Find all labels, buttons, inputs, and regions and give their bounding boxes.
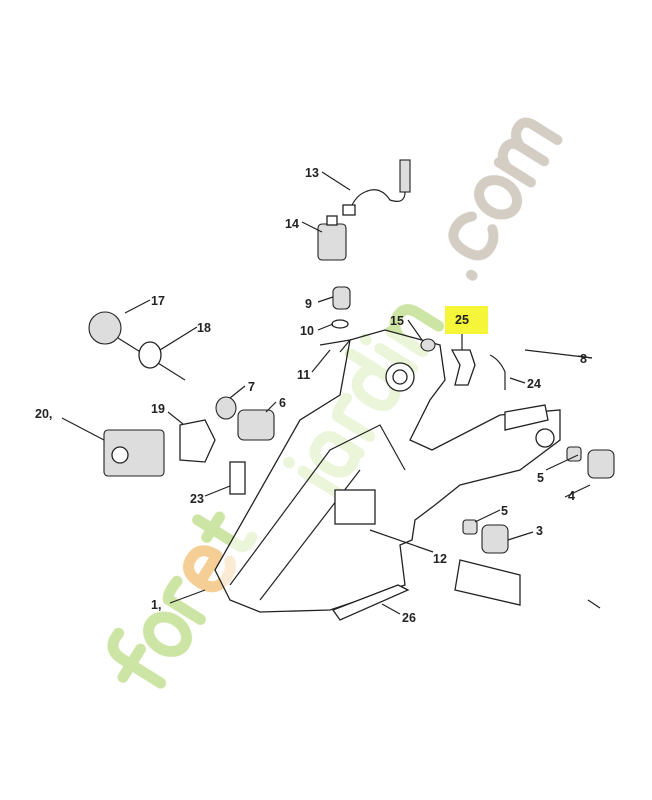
buffer-part-7 — [215, 396, 237, 420]
label-26[interactable]: 26 — [402, 611, 416, 625]
carburetor-part-20 — [103, 429, 165, 477]
label-10[interactable]: 10 — [300, 324, 314, 338]
fuel-filter-part-14 — [317, 215, 347, 261]
label-25[interactable]: 25 — [455, 313, 469, 327]
plug-part-15 — [420, 338, 436, 352]
warning-label — [334, 489, 376, 525]
label-15[interactable]: 15 — [390, 314, 404, 328]
hose-part-24 — [489, 354, 506, 390]
label-14[interactable]: 14 — [285, 217, 299, 231]
plate-part — [454, 559, 521, 606]
label-5b[interactable]: 5 — [501, 504, 508, 518]
label-5a[interactable]: 5 — [537, 471, 544, 485]
label-11[interactable]: 11 — [297, 368, 310, 382]
buffer-part-4 — [587, 449, 615, 479]
label-9[interactable]: 9 — [305, 297, 312, 311]
gasket-part-19 — [179, 419, 216, 463]
label-part-23 — [229, 461, 246, 495]
highlight-box-25 — [445, 306, 488, 334]
label-20[interactable]: 20, — [35, 407, 52, 421]
part-labels: 13 14 9 10 15 25 8 24 17 18 11 7 6 20, 1… — [35, 166, 587, 625]
label-18[interactable]: 18 — [197, 321, 211, 335]
label-24[interactable]: 24 — [527, 377, 541, 391]
label-23[interactable]: 23 — [190, 492, 204, 506]
label-4[interactable]: 4 — [568, 489, 575, 503]
spring-part-6 — [237, 409, 275, 441]
label-1[interactable]: 1, — [151, 598, 161, 612]
gasket-part-18 — [138, 341, 162, 369]
leader-lines — [61, 171, 601, 615]
strip-part-26 — [331, 584, 410, 621]
valve-part-17 — [88, 311, 122, 345]
label-17[interactable]: 17 — [151, 294, 165, 308]
pin-part-11 — [319, 339, 352, 353]
label-6[interactable]: 6 — [279, 396, 286, 410]
housing-part-1 — [214, 329, 561, 613]
fuel-hose-part-13 — [342, 159, 411, 216]
label-3[interactable]: 3 — [536, 524, 543, 538]
label-13[interactable]: 13 — [305, 166, 319, 180]
watermark-com — [448, 117, 563, 281]
buffer-part-5b — [462, 519, 478, 535]
buffer-part-5a — [566, 446, 582, 462]
watermark-foret — [107, 511, 258, 689]
label-8[interactable]: 8 — [580, 352, 587, 366]
buffer-part-3 — [481, 524, 509, 554]
label-19[interactable]: 19 — [151, 402, 165, 416]
label-7[interactable]: 7 — [248, 380, 255, 394]
clip-part-25 — [450, 349, 476, 386]
valve-part-9 — [332, 286, 351, 310]
ring-part-10 — [331, 319, 349, 329]
label-12[interactable]: 12 — [433, 552, 447, 566]
